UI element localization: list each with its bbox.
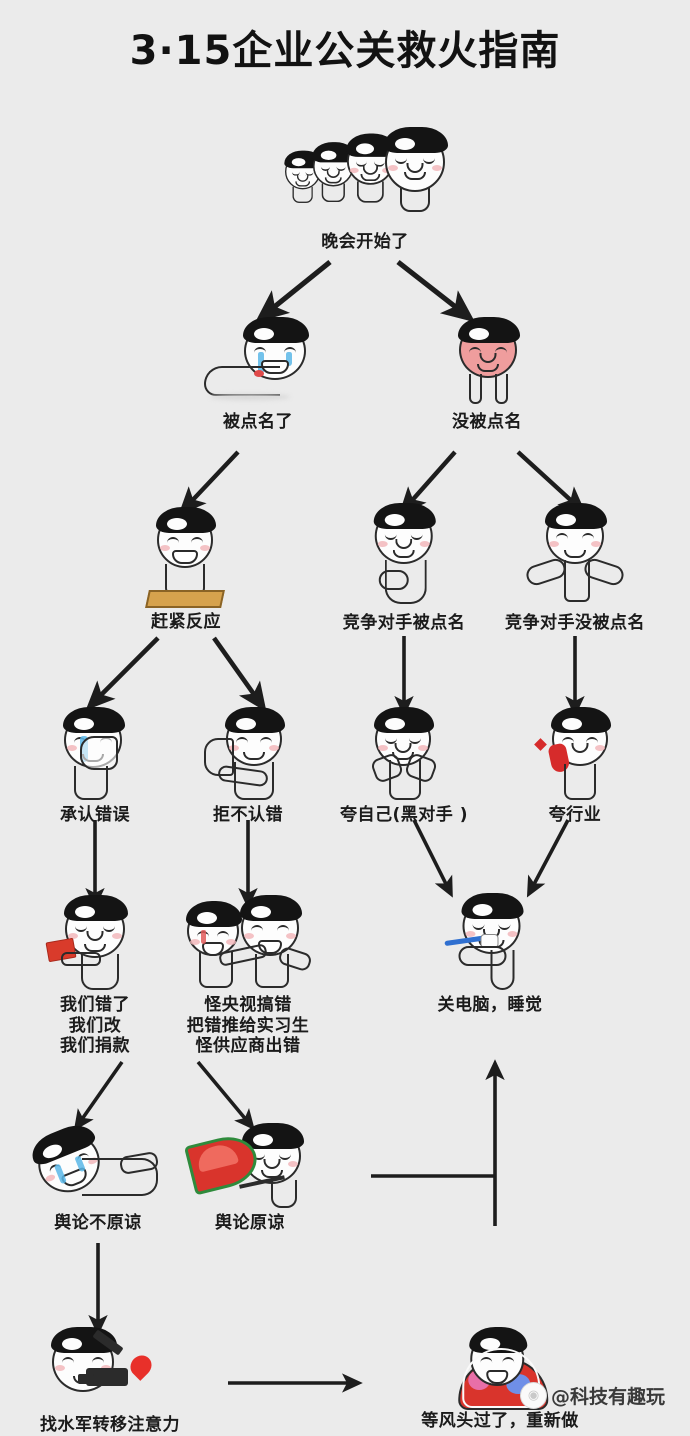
node-n4[interactable]: 赶紧反应	[141, 507, 231, 633]
node-n12-line3: 怪供应商出错	[195, 1036, 301, 1057]
node-n17[interactable]: 等风头过了，重新做	[421, 1327, 579, 1432]
node-n12[interactable]: 怪央视搞错 把错推给实习生 怪供应商出错	[163, 895, 333, 1057]
node-n8[interactable]: 拒不认错	[200, 707, 296, 826]
node-n11-line3: 我们捐款	[60, 1036, 130, 1057]
node-n11-label: 我们错了 我们改 我们捐款	[30, 995, 160, 1057]
node-n11-line1: 我们错了	[60, 995, 130, 1015]
node-n12-line2: 把错推给实习生	[186, 1015, 310, 1036]
meme-shrug-face	[520, 503, 630, 608]
node-n13-label: 关电脑，睡觉	[437, 995, 543, 1015]
meme-smug-hands-face	[363, 503, 445, 608]
meme-eating-chili-face	[530, 707, 620, 800]
meme-wiping-tears-face	[52, 707, 138, 800]
node-n2-label: 被点名了	[223, 412, 293, 432]
node-n5[interactable]: 竞争对手被点名	[342, 503, 466, 634]
node-n6-label: 竞争对手没被点名	[505, 613, 645, 633]
node-n3[interactable]: 没被点名	[447, 317, 527, 433]
node-n7-label: 承认错误	[60, 805, 130, 825]
meme-two-faces-blaming	[183, 895, 313, 990]
meme-crying-on-board-face	[141, 507, 231, 608]
node-n4-label: 赶紧反应	[151, 612, 221, 632]
meme-camera-gun-face	[30, 1327, 190, 1410]
meme-lying-crying-face	[26, 1118, 160, 1208]
meme-flex-arm-face	[200, 707, 296, 800]
node-n11-line2: 我们改	[68, 1015, 122, 1036]
node-n12-label: 怪央视搞错 把错推给实习生 怪供应商出错	[163, 995, 333, 1057]
node-n2[interactable]: 被点名了	[202, 317, 314, 433]
node-n11[interactable]: 我们错了 我们改 我们捐款	[30, 895, 160, 1057]
node-n10-label: 夸行业	[548, 805, 602, 825]
meme-crowd-of-faces	[284, 127, 448, 227]
meme-brushing-teeth-face	[440, 893, 540, 990]
node-n5-label: 竞争对手被点名	[342, 613, 466, 633]
node-n12-line1: 怪央视搞错	[204, 995, 292, 1015]
node-n9[interactable]: 夸自己(黑对手 )	[340, 707, 468, 826]
node-n3-label: 没被点名	[452, 412, 522, 432]
node-n14[interactable]: 舆论不原谅	[26, 1118, 160, 1234]
node-n6[interactable]: 竞争对手没被点名	[505, 503, 645, 634]
meme-hands-clasped-face	[361, 707, 447, 800]
node-n1-label: 晚会开始了	[321, 232, 409, 252]
node-n8-label: 拒不认错	[213, 805, 283, 825]
page-title: 3·15企业公关救火指南	[129, 28, 561, 74]
node-n1[interactable]: 晚会开始了	[284, 127, 448, 253]
node-n13[interactable]: 关电脑，睡觉	[437, 893, 543, 1016]
node-n16[interactable]: 找水军转移注意力	[30, 1327, 190, 1436]
watermark-text: @科技有趣玩	[551, 1386, 666, 1408]
meme-crying-crawling-face	[202, 317, 314, 407]
meme-red-envelope-face	[43, 895, 147, 990]
node-n14-label: 舆论不原谅	[54, 1213, 142, 1233]
node-n7[interactable]: 承认错误	[52, 707, 138, 826]
node-n17-label: 等风头过了，重新做	[421, 1411, 579, 1431]
node-n10[interactable]: 夸行业	[530, 707, 620, 826]
weibo-logo-icon: ◉	[520, 1382, 547, 1409]
meme-watermelon-face	[183, 1123, 313, 1208]
node-n9-label: 夸自己(黑对手 )	[340, 805, 468, 825]
watermark: ◉ @科技有趣玩	[520, 1382, 665, 1409]
node-n15[interactable]: 舆论原谅	[183, 1123, 313, 1234]
node-n15-label: 舆论原谅	[215, 1213, 285, 1233]
node-n16-label: 找水军转移注意力	[40, 1415, 180, 1435]
meme-red-smug-face	[447, 317, 527, 407]
